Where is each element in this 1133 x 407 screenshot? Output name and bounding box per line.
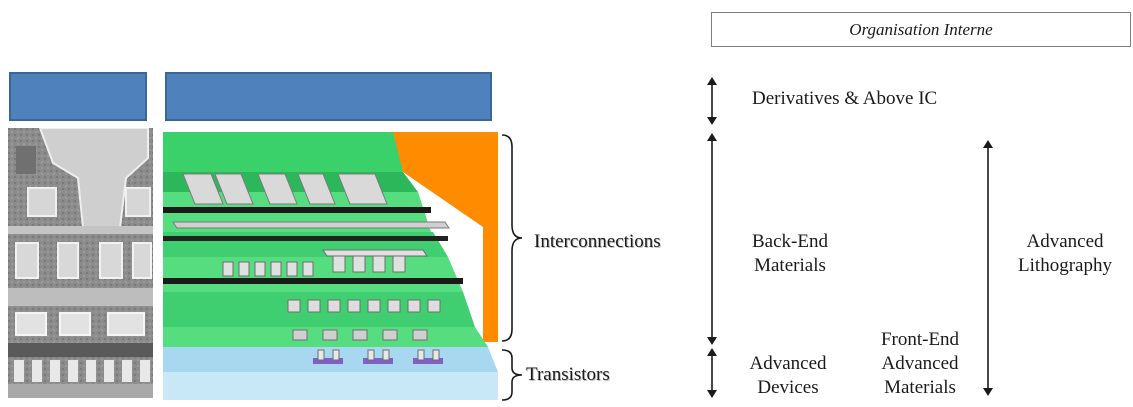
interconnections-label: Interconnections [534, 231, 661, 252]
render-header-bar [165, 72, 492, 121]
front-end-line-2: Advanced [881, 353, 959, 374]
organisation-interne-label: Organisation Interne [849, 19, 993, 39]
advanced-devices-line-1: Advanced [749, 353, 827, 374]
advanced-devices-label: Advanced Devices [728, 352, 848, 400]
interconnect-3d-rendering [163, 132, 498, 400]
front-end-line-3: Materials [884, 377, 956, 398]
derivatives-label: Derivatives & Above IC [752, 88, 938, 109]
lithography-line-1: Advanced [1026, 231, 1104, 252]
derivatives-arrow [704, 77, 720, 125]
back-end-label: Back-End Materials [730, 230, 850, 278]
advanced-devices-arrow [704, 348, 720, 398]
front-end-label: Front-End Advanced Materials [855, 328, 985, 400]
interconnections-brace [500, 133, 524, 348]
sem-header-bar [9, 72, 147, 121]
front-end-line-1: Front-End [880, 329, 960, 350]
sem-cross-section-image [8, 128, 153, 398]
transistors-brace [500, 348, 524, 407]
lithography-label: Advanced Lithography [1000, 230, 1130, 278]
back-end-arrow [704, 133, 720, 345]
lithography-arrow [980, 140, 996, 396]
transistors-label: Transistors [526, 364, 610, 385]
organisation-interne-box: Organisation Interne [711, 12, 1131, 47]
advanced-devices-line-2: Devices [757, 377, 819, 398]
back-end-line-1: Back-End [752, 231, 828, 252]
lithography-line-2: Lithography [1018, 255, 1112, 276]
back-end-line-2: Materials [754, 255, 826, 276]
